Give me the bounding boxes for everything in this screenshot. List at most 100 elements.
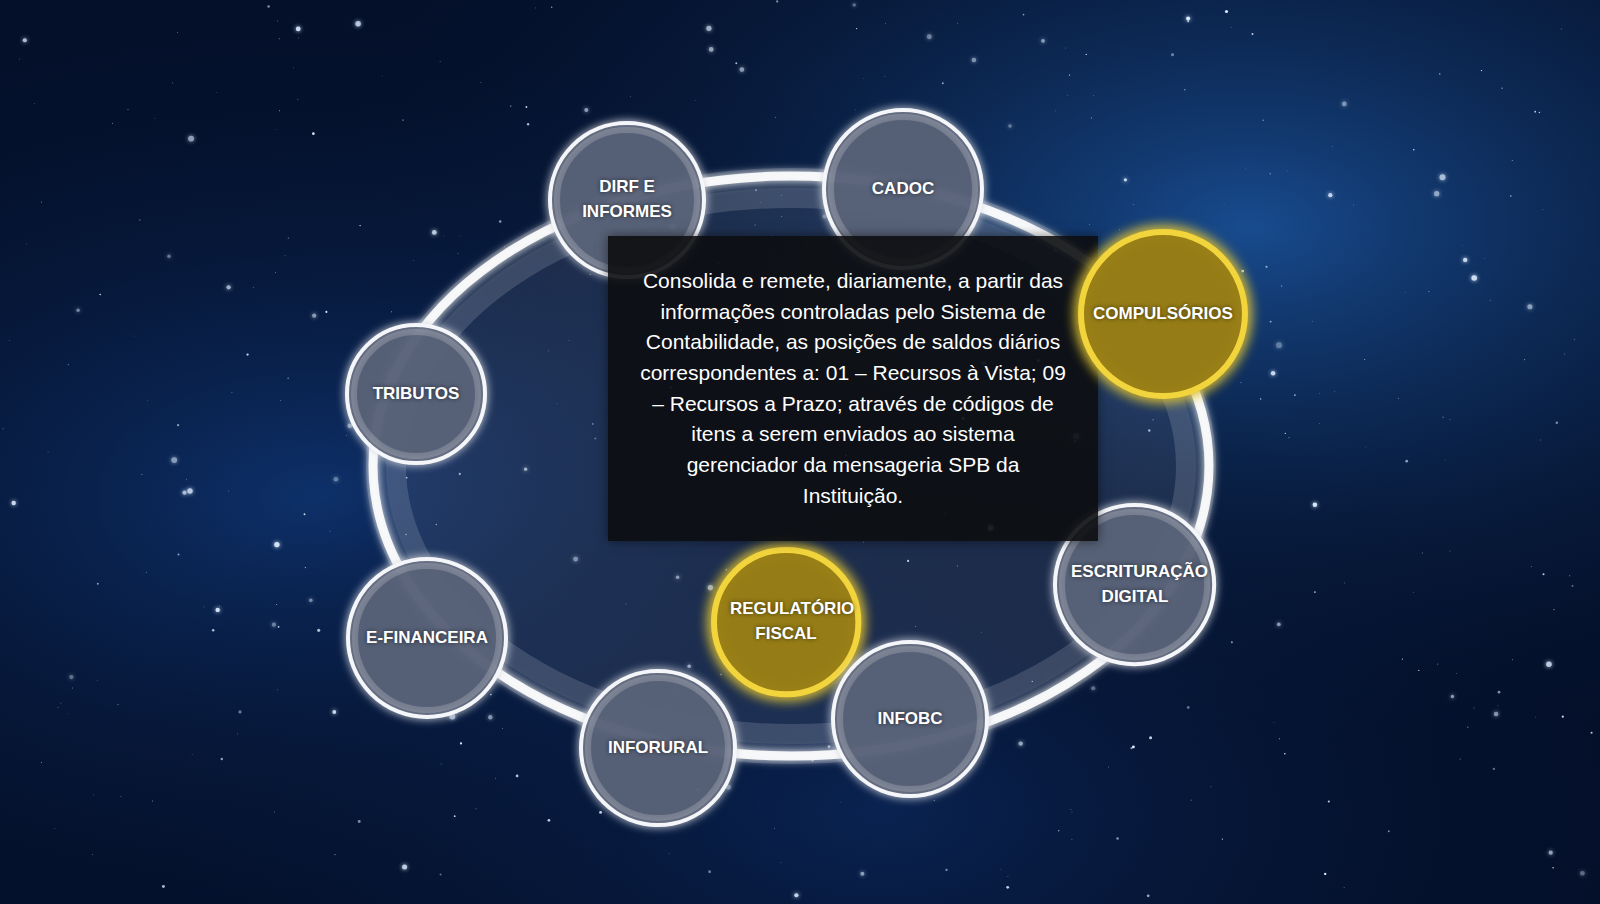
star [863,78,865,80]
module-label: CADOC [872,177,934,202]
star [1413,149,1414,150]
star [1535,716,1537,718]
star [1281,285,1283,287]
star [1562,716,1564,718]
highlight-circle [1081,232,1245,396]
module-label: COMPULSÓRIOS [1093,302,1233,327]
star [325,311,327,313]
star [1279,738,1280,739]
star [1119,229,1121,231]
star [1018,741,1022,745]
star [274,542,279,547]
star [1328,800,1330,802]
star [190,490,192,492]
star [668,853,670,855]
star [329,530,331,532]
star [927,34,932,39]
star [57,707,59,709]
star [1071,839,1073,841]
star [26,243,28,245]
module-circle: INFORURAL [578,668,738,828]
star [334,477,339,482]
star [359,225,360,226]
star [296,27,301,32]
star [191,754,193,756]
star [167,255,170,258]
star [1344,582,1346,584]
star [120,795,122,797]
star [118,704,119,705]
star [694,100,696,102]
circle-border [833,642,987,796]
star [3,428,4,429]
star [853,3,856,6]
star [629,96,631,98]
star [460,742,462,744]
star [1549,851,1553,855]
star [141,474,142,475]
star [40,762,42,764]
star [91,854,93,856]
star [1069,74,1070,75]
star [860,872,864,876]
module-label: TRIBUTOS [373,382,460,407]
star [127,109,129,111]
star [1187,20,1189,22]
star [1460,759,1461,760]
star [548,819,551,822]
star [1000,868,1002,870]
star [1442,417,1443,418]
star [275,128,277,130]
module-label: DIRF E INFORMES [571,175,683,224]
star [885,23,887,25]
star [1132,204,1134,206]
circle-outline [711,547,861,697]
star [535,7,537,9]
star [1489,299,1491,301]
star [332,710,336,714]
star [1332,146,1334,148]
star [706,26,711,31]
star [93,794,95,796]
star [1070,808,1072,810]
star [1405,292,1407,294]
star [317,629,320,632]
star [740,67,745,72]
star [1210,786,1212,788]
star [1343,886,1345,888]
circle-inner-ring [588,678,728,818]
star [1086,54,1087,55]
star [1439,73,1440,74]
star [391,311,392,312]
module-label: INFOBC [877,707,942,732]
star [381,75,383,77]
star [1277,622,1281,626]
star [1542,573,1544,575]
star [1451,695,1454,698]
star [1456,673,1458,675]
star [1530,566,1532,568]
star [439,61,441,63]
star [440,763,442,765]
star [237,733,239,735]
circle-border [1055,505,1214,664]
star [1560,28,1562,30]
star [112,122,114,124]
star [1319,393,1321,395]
circle-inner-ring [840,649,980,789]
star [276,689,278,691]
star [1342,102,1347,107]
star [1223,203,1225,205]
star [516,775,519,778]
star [275,272,277,274]
star [1023,14,1025,16]
star [584,108,588,112]
star [1132,745,1135,748]
star [1149,736,1152,739]
star [334,854,335,855]
star [1271,371,1275,375]
description-panel: Consolida e remete, diariamente, a parti… [608,236,1098,541]
star [1245,168,1247,170]
module-circle: TRIBUTOS [344,322,488,466]
